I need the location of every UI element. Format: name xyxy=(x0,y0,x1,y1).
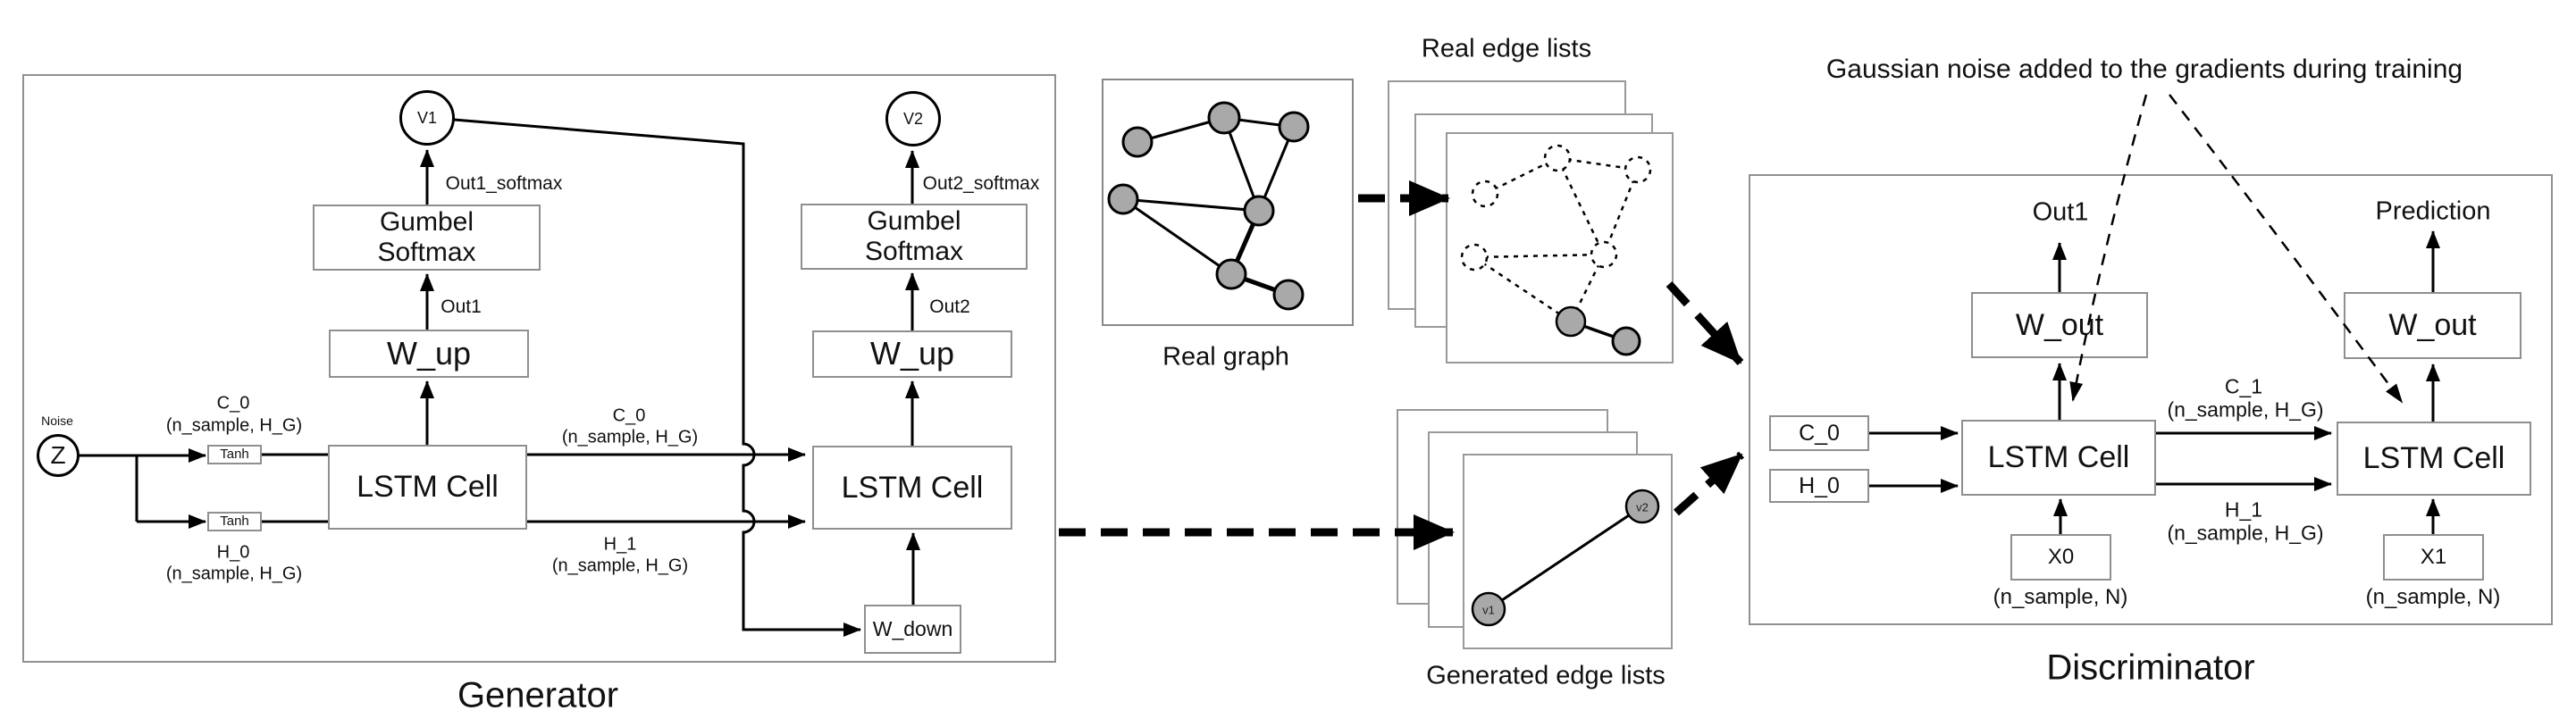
out1-label: Out1 xyxy=(441,297,482,317)
graph-node xyxy=(1107,183,1139,215)
z-noise-node: Z xyxy=(37,434,80,477)
graph-node xyxy=(1215,258,1247,290)
noise-pointer-lstm2 xyxy=(2169,94,2404,404)
disc-h1-dim: (n_sample, H_G) xyxy=(2167,521,2324,545)
discriminator-box xyxy=(1749,174,2553,625)
h1-state-dim: (n_sample, H_G) xyxy=(551,556,689,576)
gen-v2-node xyxy=(1624,489,1660,524)
c0-input-label: C_0 xyxy=(216,393,250,414)
noise-pointer-lstm1 xyxy=(2069,94,2148,402)
real-graph-label: Real graph xyxy=(1162,342,1289,372)
w-up-box-2: W_up xyxy=(812,330,1012,378)
w-down-box: W_down xyxy=(864,605,961,654)
lstm-cell-disc-1: LSTM Cell xyxy=(1961,420,2156,496)
solid-node xyxy=(1611,326,1641,356)
generator-title: Generator xyxy=(457,675,619,715)
real-edge-list-graph xyxy=(1460,144,1652,356)
noise-label: Noise xyxy=(41,414,73,428)
gumbel-softmax-box-2: Gumbel Softmax xyxy=(801,204,1028,270)
v1-node-label: V1 xyxy=(416,108,438,127)
disc-c1-dim: (n_sample, H_G) xyxy=(2167,397,2324,422)
out1-softmax-label: Out1_softmax xyxy=(445,173,563,194)
out2-softmax-label: Out2_softmax xyxy=(922,173,1040,194)
arrow-real-lists-to-discriminator xyxy=(1666,280,1744,366)
disc-h0-box: H_0 xyxy=(1769,469,1869,503)
real-graph-box xyxy=(1102,79,1354,326)
graph-node xyxy=(1272,279,1305,311)
v2-node-label: V2 xyxy=(902,109,924,128)
disc-prediction-label: Prediction xyxy=(2375,196,2491,226)
dataflow-arrows xyxy=(1059,180,1744,550)
graph-node xyxy=(1243,195,1275,227)
w-up-box-1: W_up xyxy=(329,330,529,378)
gen-v1-node xyxy=(1471,591,1506,627)
h1-state-label: H_1 xyxy=(603,534,637,555)
tanh-box-2: Tanh xyxy=(207,512,262,531)
tanh-box-1: Tanh xyxy=(207,445,262,464)
disc-out1-label: Out1 xyxy=(2032,197,2089,227)
disc-c0-box: C_0 xyxy=(1769,415,1869,451)
h0-input-dim: (n_sample, H_G) xyxy=(165,564,303,584)
gaussian-noise-pointers xyxy=(2069,94,2404,404)
z-node-label: Z xyxy=(50,441,66,469)
h0-input-label: H_0 xyxy=(216,542,250,563)
generator-box xyxy=(22,74,1056,663)
v1-node: V1 xyxy=(399,90,455,146)
gumbel-softmax-box-1: Gumbel Softmax xyxy=(313,205,541,271)
x1-box: X1 xyxy=(2383,534,2484,581)
c0-input-dim: (n_sample, H_G) xyxy=(165,415,303,436)
out2-label: Out2 xyxy=(929,297,970,317)
real-graph xyxy=(1107,101,1310,311)
dotted-node xyxy=(1543,144,1572,172)
dotted-node xyxy=(1471,180,1499,208)
v1-feedback-line xyxy=(453,118,861,637)
gen-v1-node-label: v1 xyxy=(1482,603,1495,617)
lstm-cell-gen-2: LSTM Cell xyxy=(812,446,1012,530)
gen-v2-node-label: v2 xyxy=(1636,500,1649,514)
solid-node xyxy=(1555,305,1587,338)
x0-box: X0 xyxy=(2010,534,2111,581)
disc-c1-label: C_1 xyxy=(2224,374,2263,398)
graph-node xyxy=(1121,126,1154,158)
real-edge-lists-label: Real edge lists xyxy=(1421,34,1592,63)
arrow-generated-lists-to-discriminator xyxy=(1674,451,1744,516)
dotted-node xyxy=(1460,243,1489,272)
discriminator-title: Discriminator xyxy=(2046,648,2255,688)
lstm-cell-gen-1: LSTM Cell xyxy=(328,445,527,530)
graph-node xyxy=(1278,111,1310,143)
gaussian-noise-annotation: Gaussian noise added to the gradients du… xyxy=(1825,54,2463,84)
x1-dim: (n_sample, N) xyxy=(2365,585,2501,609)
lstm-cell-disc-2: LSTM Cell xyxy=(2337,422,2531,496)
c0-state-label: C_0 xyxy=(612,405,646,426)
dotted-node xyxy=(1590,240,1618,269)
generator-wiring xyxy=(80,118,920,637)
discriminator-wiring xyxy=(1869,230,2440,534)
x0-dim: (n_sample, N) xyxy=(1993,585,2128,609)
generated-edge-list-graph xyxy=(1471,489,1660,627)
c0-state-dim: (n_sample, H_G) xyxy=(561,427,699,447)
dotted-node xyxy=(1624,155,1652,184)
w-out-box-1: W_out xyxy=(1971,292,2148,358)
graph-node xyxy=(1207,101,1241,135)
disc-h1-label: H_1 xyxy=(2224,497,2263,522)
v2-node: V2 xyxy=(885,91,941,146)
generated-edge-lists-label: Generated edge lists xyxy=(1426,661,1666,690)
